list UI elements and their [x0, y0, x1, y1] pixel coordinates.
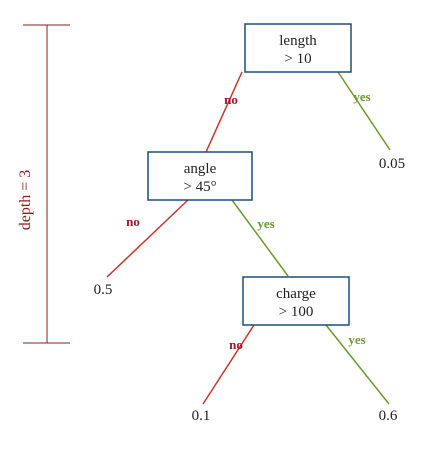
leaves: 0.05 0.5 0.1 0.6	[94, 156, 406, 424]
edge-labels: no yes no yes no yes	[126, 89, 371, 352]
edge-mid-yes	[231, 199, 289, 277]
node-angle: angle > 45°	[147, 151, 253, 201]
edge-mid-no	[106, 199, 189, 278]
leaf-low-no: 0.1	[192, 408, 211, 424]
node-angle-threshold: > 45°	[183, 179, 216, 195]
leaf-root-yes: 0.05	[379, 156, 405, 172]
edge-label-root-no: no	[224, 92, 238, 107]
node-length: length > 10	[244, 23, 352, 73]
edge-label-mid-no: no	[126, 214, 140, 229]
node-length-condition: length	[279, 33, 317, 49]
node-charge: charge > 100	[242, 276, 350, 326]
node-charge-box	[242, 276, 350, 326]
node-charge-condition: charge	[276, 286, 316, 302]
edges	[106, 71, 391, 405]
node-length-box	[244, 23, 352, 73]
node-angle-condition: angle	[184, 161, 217, 177]
edge-label-mid-yes: yes	[257, 216, 274, 231]
edge-label-root-yes: yes	[353, 89, 370, 104]
edge-low-no	[202, 324, 255, 405]
edge-label-low-yes: yes	[348, 332, 365, 347]
edge-low-yes	[325, 324, 390, 405]
node-angle-box	[147, 151, 253, 201]
node-charge-threshold: > 100	[279, 304, 314, 320]
edge-root-yes	[337, 71, 391, 151]
edge-label-low-no: no	[229, 337, 243, 352]
depth-indicator: depth = 3	[17, 24, 70, 344]
leaf-mid-no: 0.5	[94, 282, 113, 298]
node-length-threshold: > 10	[284, 51, 311, 67]
leaf-low-yes: 0.6	[379, 408, 398, 424]
edge-root-no	[205, 71, 243, 153]
depth-label: depth = 3	[17, 170, 34, 231]
